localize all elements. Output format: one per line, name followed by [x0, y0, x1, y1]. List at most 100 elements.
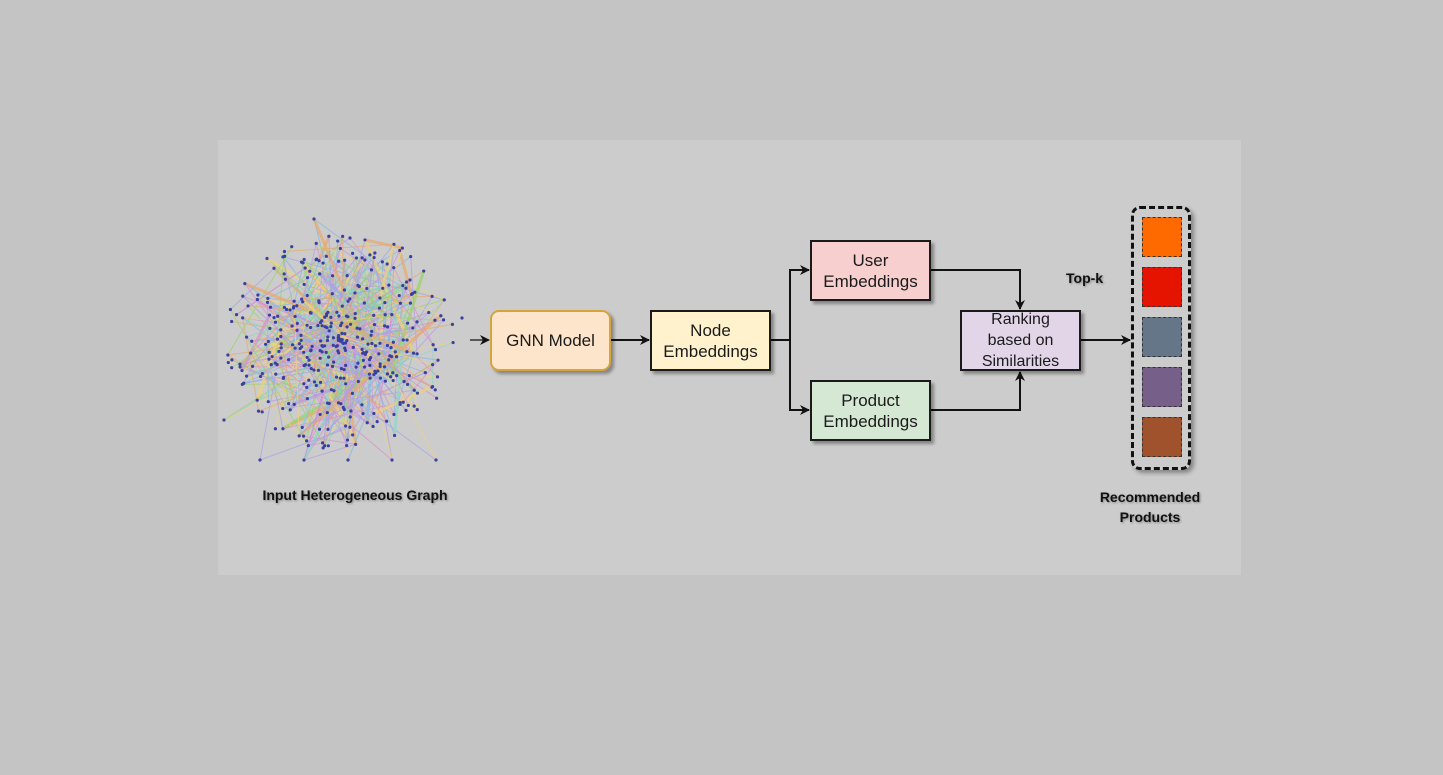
graph-node: [372, 323, 377, 327]
graph-node: [288, 308, 292, 312]
graph-node: [244, 335, 249, 339]
graph-node: [345, 274, 349, 278]
graph-node: [321, 441, 325, 445]
graph-node: [406, 321, 410, 325]
graph-edge: [246, 350, 321, 377]
graph-node: [411, 351, 416, 355]
graph-node: [316, 323, 320, 328]
graph-node: [312, 368, 316, 372]
graph-node: [317, 259, 321, 263]
graph-node: [441, 318, 446, 322]
graph-edge: [244, 282, 415, 355]
graph-node: [266, 296, 270, 300]
graph-node: [308, 325, 313, 330]
graph-edge: [306, 260, 320, 296]
graph-node: [422, 269, 426, 273]
graph-node: [442, 298, 446, 302]
graph-node: [349, 409, 353, 413]
graph-node: [398, 301, 403, 305]
graph-edge: [223, 342, 344, 421]
graph-node: [340, 338, 344, 342]
graph-node: [286, 358, 291, 362]
graph-edge: [304, 364, 330, 404]
graph-node: [392, 242, 396, 246]
graph-node: [368, 253, 372, 257]
graph-node: [258, 458, 262, 462]
product-item: [1142, 317, 1182, 357]
graph-node: [372, 372, 376, 377]
graph-node: [310, 344, 314, 348]
graph-node: [372, 411, 376, 416]
graph-node: [435, 375, 440, 379]
graph-node: [433, 388, 437, 392]
graph-node: [291, 343, 295, 347]
graph-edge: [227, 246, 293, 356]
graph-node: [427, 310, 431, 315]
graph-node: [230, 319, 234, 324]
graph-node: [385, 262, 389, 266]
graph-node: [380, 260, 384, 264]
graph-node: [268, 326, 272, 330]
graph-node: [450, 322, 455, 327]
graph-edge: [293, 301, 300, 436]
graph-node: [385, 419, 389, 423]
graph-edge: [349, 237, 434, 346]
graph-node: [415, 320, 419, 324]
graph-node: [301, 300, 305, 304]
connectors: [470, 265, 1131, 415]
graph-node: [337, 333, 341, 338]
graph-node: [243, 281, 247, 286]
heterogeneous-graph-illustration: [222, 217, 464, 462]
graph-node: [344, 424, 348, 428]
graph-node: [302, 458, 306, 462]
graph-edge: [298, 262, 324, 344]
graph-node: [314, 241, 318, 245]
graph-node: [308, 310, 312, 315]
graph-node: [305, 276, 310, 280]
graph-node: [226, 353, 230, 357]
graph-node: [238, 365, 242, 369]
top-k-label: Top-k: [1066, 270, 1104, 286]
graph-node: [273, 320, 278, 324]
graph-node: [256, 293, 260, 297]
graph-node: [404, 408, 408, 412]
graph-node: [344, 363, 348, 367]
graph-node: [321, 446, 325, 450]
graph-node: [383, 313, 387, 317]
graph-node: [415, 408, 419, 412]
graph-node: [373, 369, 377, 373]
graph-node: [366, 342, 370, 346]
graph-edge: [402, 359, 439, 403]
graph-node: [266, 339, 270, 344]
graph-node: [408, 278, 412, 282]
graph-node: [355, 326, 359, 330]
graph-node: [394, 355, 399, 359]
graph-edge: [327, 352, 414, 430]
graph-node: [345, 438, 350, 442]
graph-node: [369, 333, 373, 337]
graph-node: [295, 321, 299, 326]
graph-node: [297, 434, 301, 438]
graph-node: [395, 374, 399, 378]
graph-node: [281, 406, 285, 411]
graph-node: [364, 350, 369, 354]
graph-node: [308, 269, 312, 273]
graph-edge: [298, 314, 442, 438]
graph-node: [283, 277, 288, 281]
graph-edge: [282, 373, 370, 410]
graph-node: [270, 355, 274, 359]
graph-node: [303, 266, 307, 270]
graph-node: [335, 310, 339, 314]
graph-node: [378, 376, 383, 380]
graph-node: [351, 251, 355, 255]
product-item: [1142, 367, 1182, 407]
graph-node: [292, 402, 296, 406]
graph-node: [258, 374, 263, 379]
node-embeddings-box: Node Embeddings: [650, 310, 771, 371]
graph-node: [343, 258, 347, 262]
graph-node: [307, 358, 311, 362]
graph-node: [365, 421, 369, 425]
graph-node: [317, 299, 321, 303]
graph-node: [408, 301, 413, 305]
graph-node: [309, 366, 313, 371]
